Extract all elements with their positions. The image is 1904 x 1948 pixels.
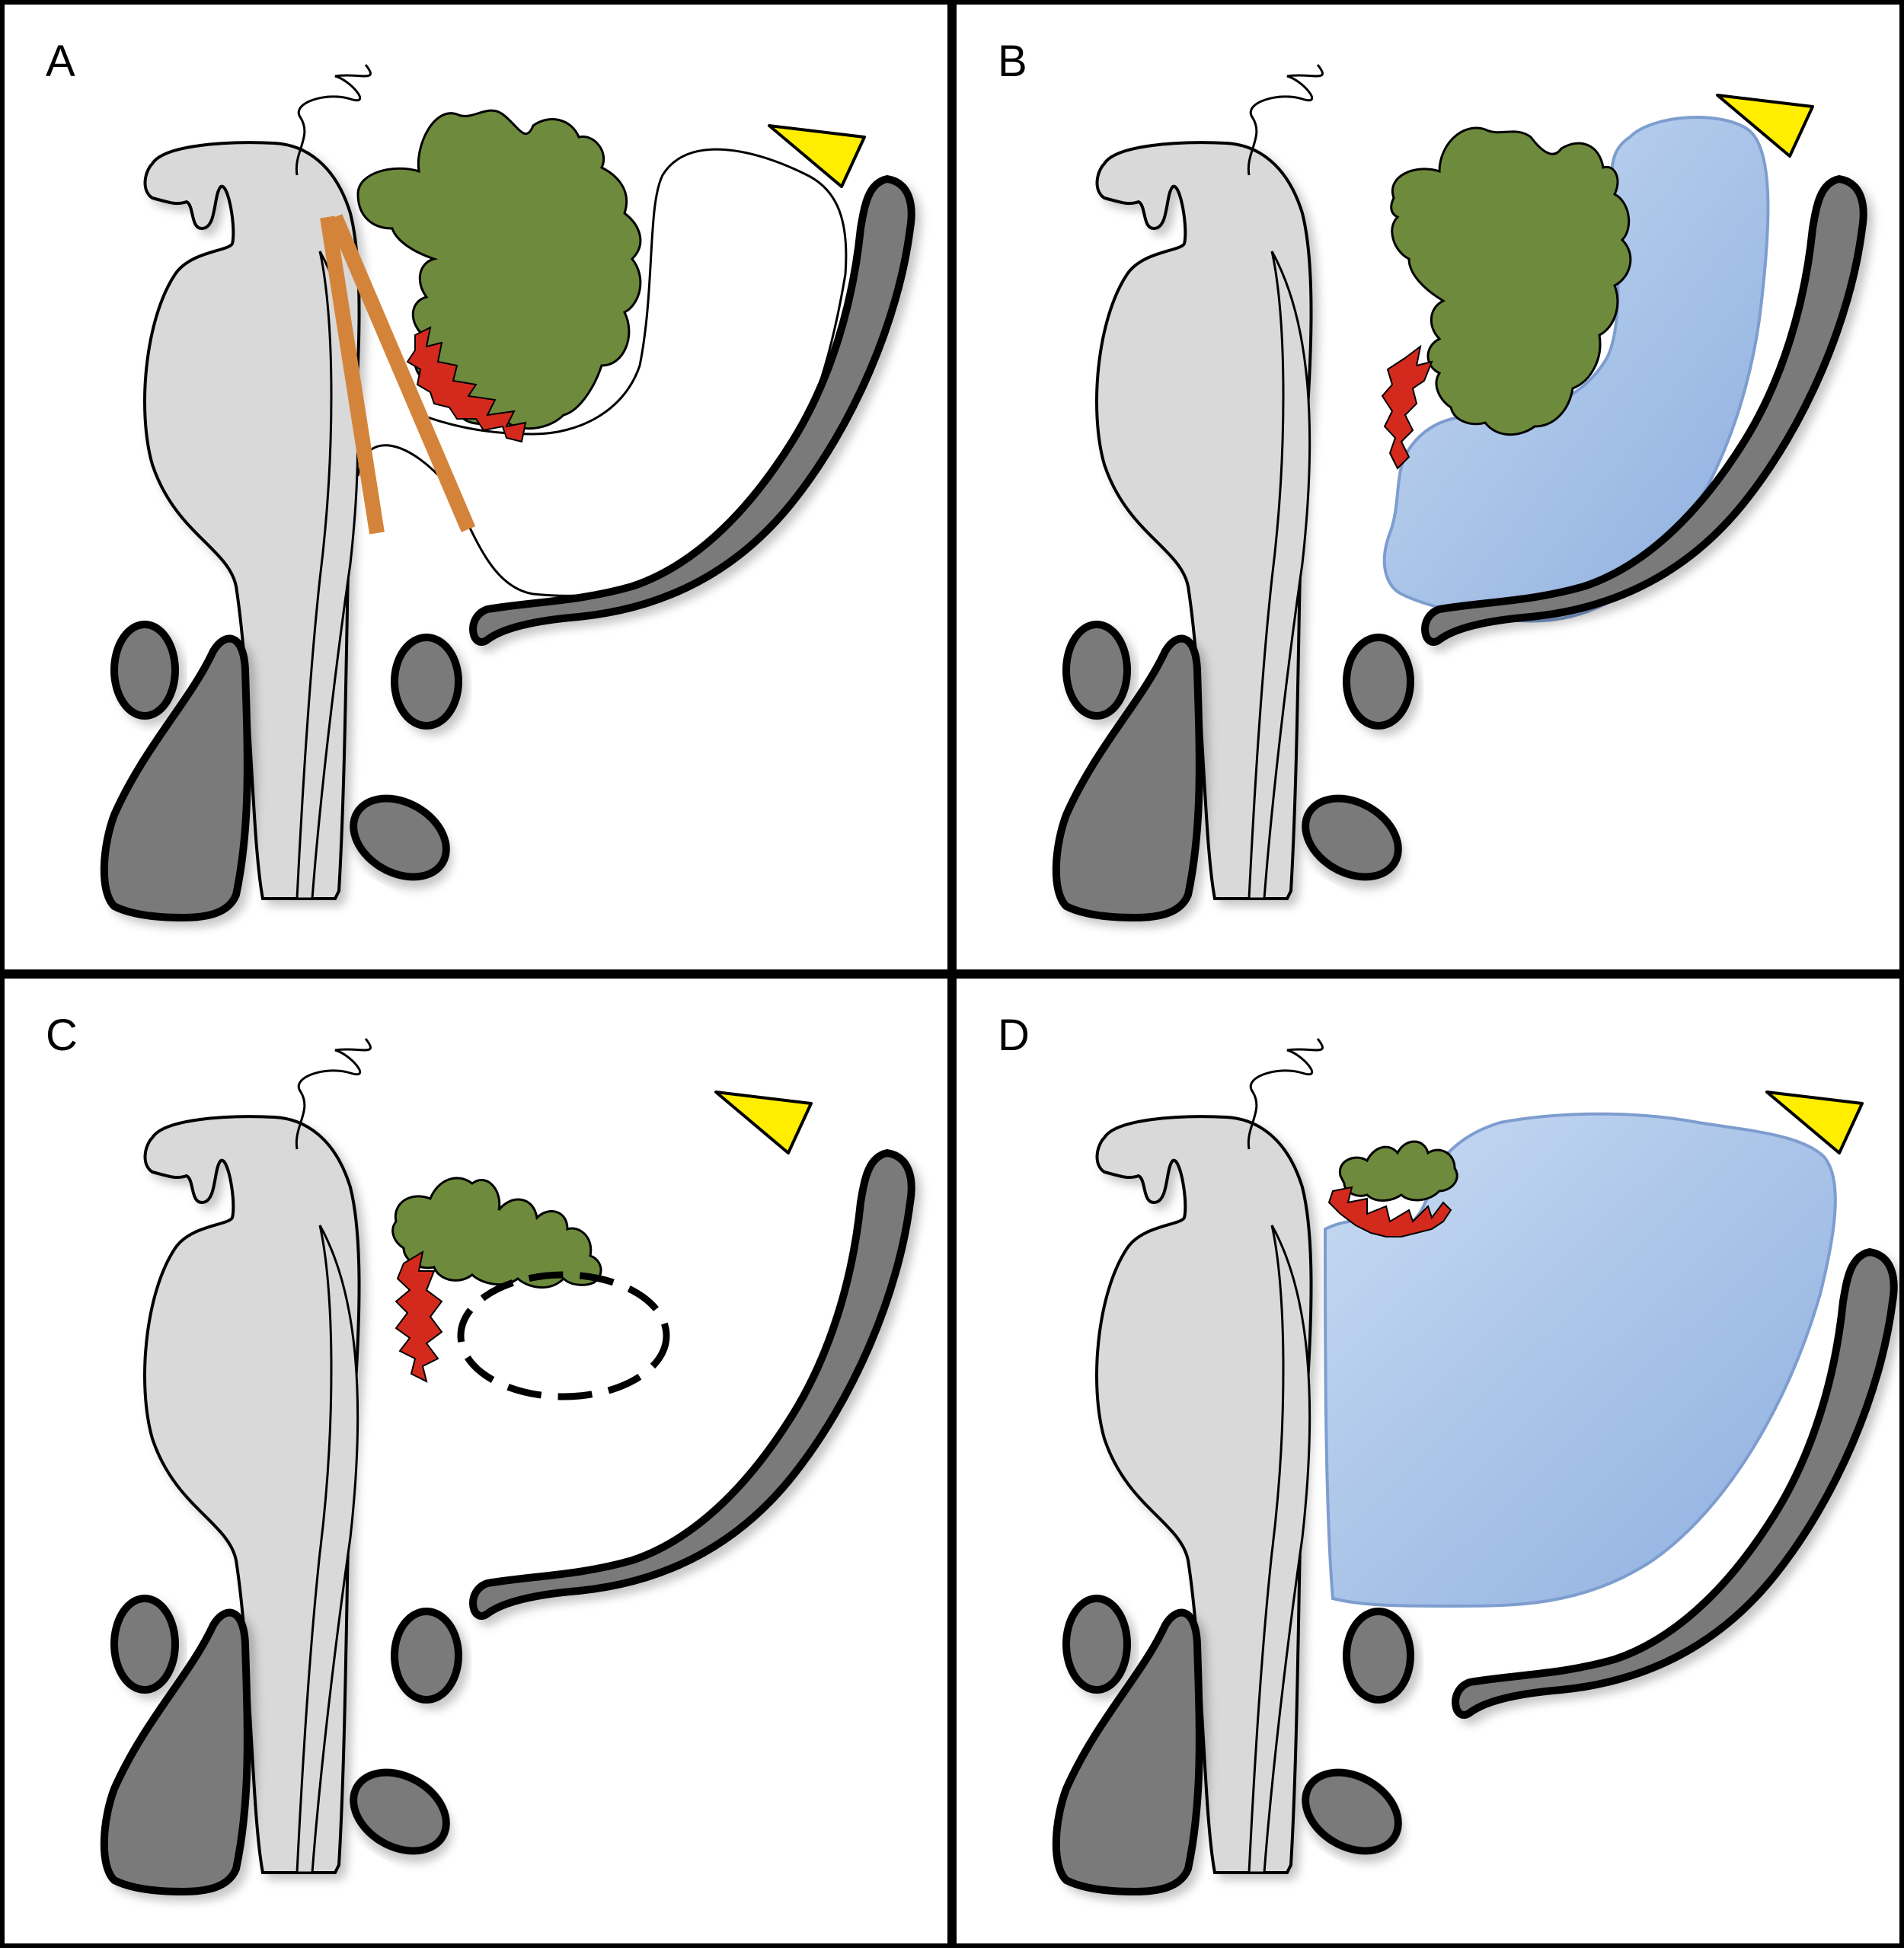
cerebellum-shape <box>391 1177 602 1289</box>
choroid-plexus <box>406 326 527 443</box>
retractor-bands <box>320 214 476 535</box>
choroid-plexus <box>1327 1186 1452 1237</box>
ventricle-outline <box>356 148 848 597</box>
panel-label-d: D <box>998 1011 1030 1060</box>
panel-c: C <box>46 1011 912 1892</box>
panel-label-c: C <box>46 1011 78 1060</box>
panel-b: B <box>998 37 1864 918</box>
choroid-plexus <box>1381 344 1433 470</box>
panel-d: D <box>998 1011 1894 1892</box>
panel-a: A <box>46 37 912 918</box>
cyst-shape <box>1382 115 1770 623</box>
yellow-triangle-icon <box>714 1091 813 1154</box>
choroid-plexus <box>395 1250 443 1383</box>
panel-label-a: A <box>46 37 75 86</box>
cerebellum-shape <box>1338 1140 1458 1202</box>
cerebellum-shape <box>1390 126 1632 436</box>
panel-label-b: B <box>998 37 1027 86</box>
resected-region-outline <box>457 1271 670 1400</box>
